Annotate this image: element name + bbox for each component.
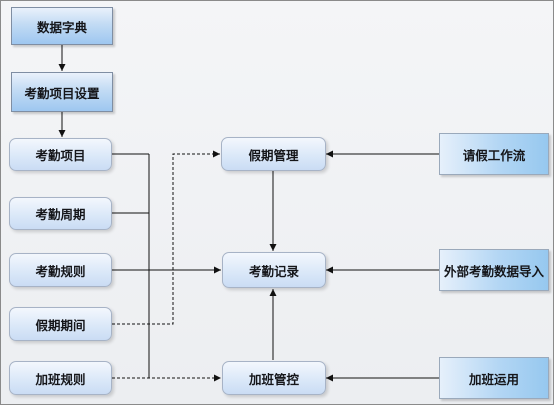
node-label: 考勤规则: [35, 263, 86, 279]
node-label: 考勤项目设置: [24, 85, 100, 101]
node-label: 加班规则: [35, 371, 86, 387]
node-external-attendance-import[interactable]: 外部考勤数据导入: [439, 249, 549, 291]
node-label: 考勤项目: [35, 148, 86, 163]
node-holiday-management[interactable]: 假期管理: [221, 137, 326, 171]
node-label: 假期期间: [35, 317, 86, 333]
node-leave-workflow[interactable]: 请假工作流: [439, 133, 549, 175]
node-attendance-cycle[interactable]: 考勤周期: [9, 197, 112, 230]
node-overtime-rule[interactable]: 加班规则: [9, 361, 112, 395]
node-label: 外部考勤数据导入: [443, 263, 544, 279]
node-data-dictionary[interactable]: 数据字典: [11, 7, 113, 45]
node-holiday-period[interactable]: 假期期间: [9, 307, 112, 341]
node-attendance-item[interactable]: 考勤项目: [9, 138, 112, 171]
node-label: 加班运用: [468, 371, 519, 387]
node-attendance-rule[interactable]: 考勤规则: [9, 253, 112, 287]
node-label: 请假工作流: [462, 147, 526, 163]
node-label: 数据字典: [36, 19, 87, 35]
edge-period-to-holiday-mgmt: [112, 150, 220, 325]
node-label: 考勤记录: [248, 263, 299, 279]
node-overtime-control[interactable]: 加班管控: [222, 361, 326, 395]
node-attendance-record[interactable]: 考勤记录: [222, 252, 326, 288]
node-label: 假期管理: [248, 147, 299, 163]
node-label: 考勤周期: [35, 207, 86, 222]
node-overtime-application[interactable]: 加班运用: [439, 357, 549, 399]
node-label: 加班管控: [248, 371, 299, 387]
node-attendance-item-setup[interactable]: 考勤项目设置: [11, 72, 113, 112]
